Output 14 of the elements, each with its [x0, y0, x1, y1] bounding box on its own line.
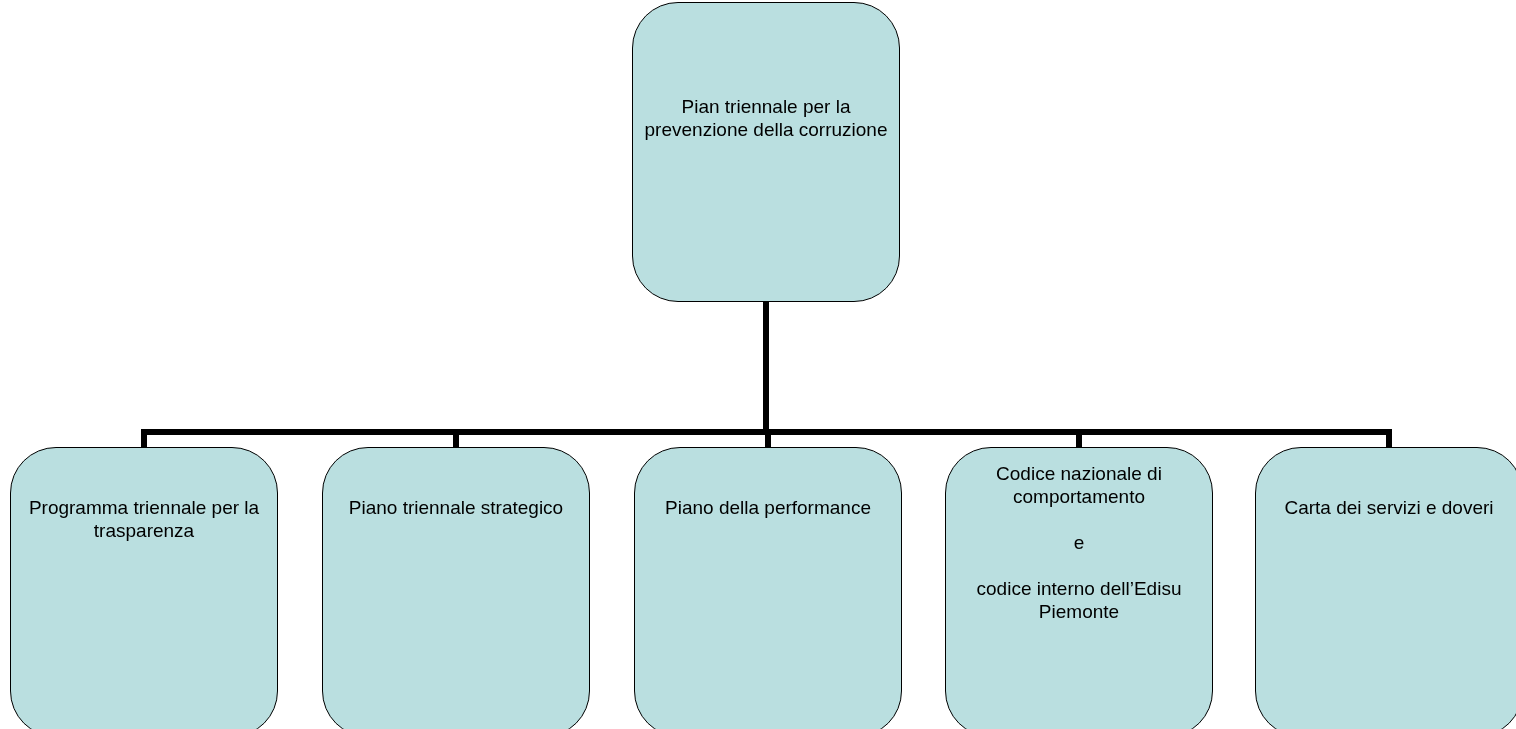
box-text: e	[1072, 531, 1086, 554]
box-text: Pian triennale per la prevenzione della corruzione	[643, 95, 889, 141]
box-text: Codice nazionale di comportamento	[995, 462, 1163, 508]
box-text: Programma triennale per la trasparenza	[27, 496, 261, 542]
rounded-box	[1255, 447, 1516, 729]
rounded-box	[945, 447, 1213, 729]
box-text: Piano della performance	[664, 496, 872, 519]
rounded-box	[322, 447, 590, 729]
rounded-box	[632, 2, 900, 302]
box-text: codice interno dell’Edisu Piemonte	[975, 577, 1183, 623]
rounded-box	[634, 447, 902, 729]
rounded-box	[10, 447, 278, 729]
box-text: Carta dei servizi e doveri	[1283, 496, 1495, 519]
box-text: Piano triennale strategico	[347, 496, 565, 519]
